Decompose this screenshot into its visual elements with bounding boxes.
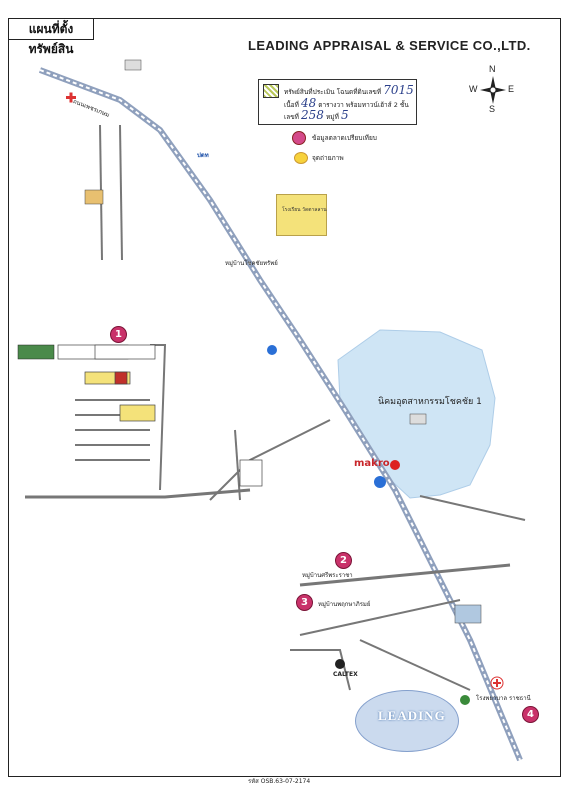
legend-line3-prefix: เลขที่: [284, 113, 299, 121]
property-hatch-icon: [263, 84, 279, 98]
leading-logo: [355, 690, 459, 752]
village-mid-label: หมู่บ้านศรีพระราชา: [302, 572, 353, 579]
hospital-label: โรงพยาบาล ราชธานี: [476, 695, 531, 702]
marker-3: 3: [296, 594, 313, 611]
marker-2: 2: [335, 552, 352, 569]
side-road-2: [119, 124, 123, 261]
camera-icon: [294, 152, 308, 164]
map-frame: [8, 18, 561, 777]
moo-number: 5: [340, 108, 349, 122]
school-label: โรงเรียน วัดตาลลาน: [282, 207, 327, 213]
legend-line-2: เนื้อที่ 48 ตารางวา พร้อมทาวน์เฮ้าส์ 2 ช…: [284, 96, 409, 110]
cross-road: [299, 563, 511, 587]
camera-legend-label: จุดถ่ายภาพ: [312, 154, 344, 162]
market-legend-label: ข้อมูลตลาดเปรียบเทียบ: [312, 134, 377, 142]
marker-4: 4: [522, 706, 539, 723]
compass-s: S: [489, 104, 496, 114]
legend-line2-suffix: ตารางวา พร้อมทาวน์เฮ้าส์ 2 ชั้น: [318, 101, 409, 109]
legend-line2-prefix: เนื้อที่: [284, 101, 299, 109]
company-name: LEADING APPRAISAL & SERVICE CO.,LTD.: [248, 38, 531, 53]
legend-line-3: เลขที่ 258 หมู่ที่ 5: [284, 108, 349, 122]
deed-number: 7015: [383, 83, 414, 97]
townhouse-row-1: [17, 344, 55, 360]
school-callout: [276, 194, 327, 236]
legend-line-1: ทรัพย์สินที่ประเมิน โฉนดที่ดินเลขที่ 701…: [284, 83, 414, 97]
leading-logo-text: LEADING: [378, 708, 446, 723]
caltex-label: CALTEX: [333, 671, 358, 678]
connector-road: [209, 419, 331, 501]
factory-icon: [409, 413, 427, 425]
map-title: แผนที่ตั้งทรัพย์สิน: [9, 19, 94, 56]
marker-1: 1: [110, 326, 127, 343]
compass-n: N: [489, 64, 496, 74]
house-number: 258: [301, 108, 324, 122]
document-code: รหัส OSB.63-07-2174: [248, 778, 311, 785]
village-3-label: หมู่บ้านพฤกษาภิรมย์: [318, 601, 371, 608]
legend: [258, 79, 417, 125]
subject-property-marker: [114, 371, 128, 385]
makro-label: makro: [354, 458, 390, 469]
subject-row: [94, 344, 156, 360]
legend-line3-mid: หมู่ที่: [326, 113, 339, 121]
compass-w: W: [469, 84, 478, 94]
lower-road: [25, 488, 251, 499]
compass-rose-icon: [480, 76, 506, 104]
village-top-label: หมู่บ้านโชคชัยทรัพย์: [225, 260, 278, 267]
area-value: 48: [300, 96, 317, 110]
industrial-estate-label: นิคมอุตสาหกรรมโชคชัย 1: [378, 397, 482, 407]
market-data-icon: [292, 131, 306, 145]
ptt-label: ปตท: [197, 152, 209, 159]
compass-e: E: [508, 84, 515, 94]
legend-line1-prefix: ทรัพย์สินที่ประเมิน โฉนดที่ดินเลขที่: [284, 88, 382, 96]
